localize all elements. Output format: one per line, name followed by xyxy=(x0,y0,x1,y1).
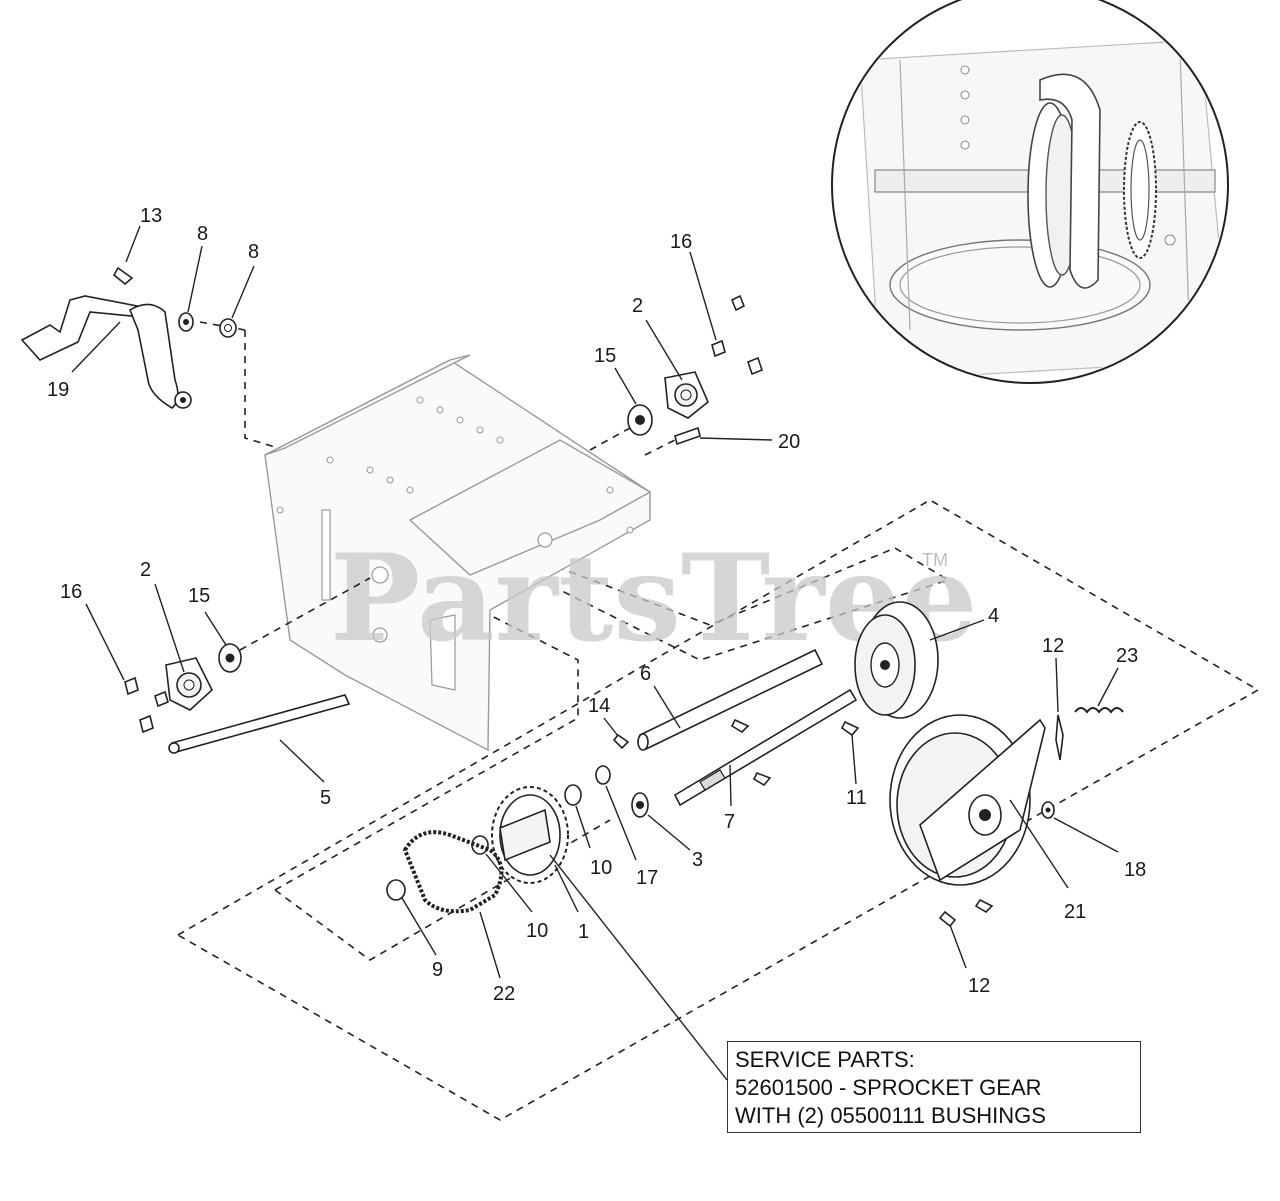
callout-7: 7 xyxy=(724,811,735,833)
callout-14: 14 xyxy=(588,695,610,717)
part-1-sprocket xyxy=(491,786,569,884)
callout-15: 15 xyxy=(594,345,616,367)
callout-8: 8 xyxy=(248,241,259,263)
callout-15: 15 xyxy=(188,585,210,607)
callout-labels: 13 8 8 19 16 2 15 20 16 2 15 4 6 14 12 2… xyxy=(47,205,1146,1005)
callout-1: 1 xyxy=(578,921,589,943)
part-6-tube xyxy=(637,648,824,751)
service-note-line-2: 52601500 - SPROCKET GEAR xyxy=(735,1075,1042,1100)
leader-lines xyxy=(71,225,1119,1081)
callout-12: 12 xyxy=(1042,635,1064,657)
callout-19: 19 xyxy=(47,379,69,401)
part-7-shaft xyxy=(673,688,858,807)
callout-16: 16 xyxy=(670,231,692,253)
upper-flange-assembly xyxy=(589,294,763,456)
service-parts-note: SERVICE PARTS: 52601500 - SPROCKET GEAR … xyxy=(727,1041,1141,1133)
callout-23: 23 xyxy=(1116,645,1138,667)
callout-9: 9 xyxy=(432,959,443,981)
part-22-chain xyxy=(402,830,504,914)
callout-8: 8 xyxy=(197,223,208,245)
callout-20: 20 xyxy=(778,431,800,453)
part-8-bushings xyxy=(178,312,237,338)
callout-5: 5 xyxy=(320,787,331,809)
callout-12: 12 xyxy=(968,975,990,997)
callout-22: 22 xyxy=(493,983,515,1005)
part-4-pulley xyxy=(854,601,939,719)
callout-4: 4 xyxy=(988,605,999,627)
callout-10: 10 xyxy=(526,920,548,942)
callout-18: 18 xyxy=(1124,859,1146,881)
watermark-tm: TM xyxy=(922,550,948,570)
callout-3: 3 xyxy=(692,849,703,871)
callout-10: 10 xyxy=(590,857,612,879)
callout-13: 13 xyxy=(140,205,162,227)
callout-6: 6 xyxy=(640,663,651,685)
washers-bushings xyxy=(386,765,649,901)
part-13-clip xyxy=(112,266,134,286)
parts-12-23-18 xyxy=(1041,707,1124,819)
callout-17: 17 xyxy=(636,867,658,889)
callout-16: 16 xyxy=(60,581,82,603)
detail-inset xyxy=(831,0,1229,384)
part-5-rod xyxy=(168,694,351,754)
callout-21: 21 xyxy=(1064,901,1086,923)
callout-2: 2 xyxy=(632,295,643,317)
service-note-line-1: SERVICE PARTS: xyxy=(735,1047,915,1072)
part-21-wheel xyxy=(889,714,1046,886)
left-flange-assembly xyxy=(124,577,371,734)
part-19-lever xyxy=(20,295,192,409)
housing-frame xyxy=(264,354,652,752)
callout-11: 11 xyxy=(846,787,867,809)
callout-2: 2 xyxy=(140,559,151,581)
service-note-line-3: WITH (2) 05500111 BUSHINGS xyxy=(735,1103,1046,1128)
small-clips xyxy=(612,718,994,928)
